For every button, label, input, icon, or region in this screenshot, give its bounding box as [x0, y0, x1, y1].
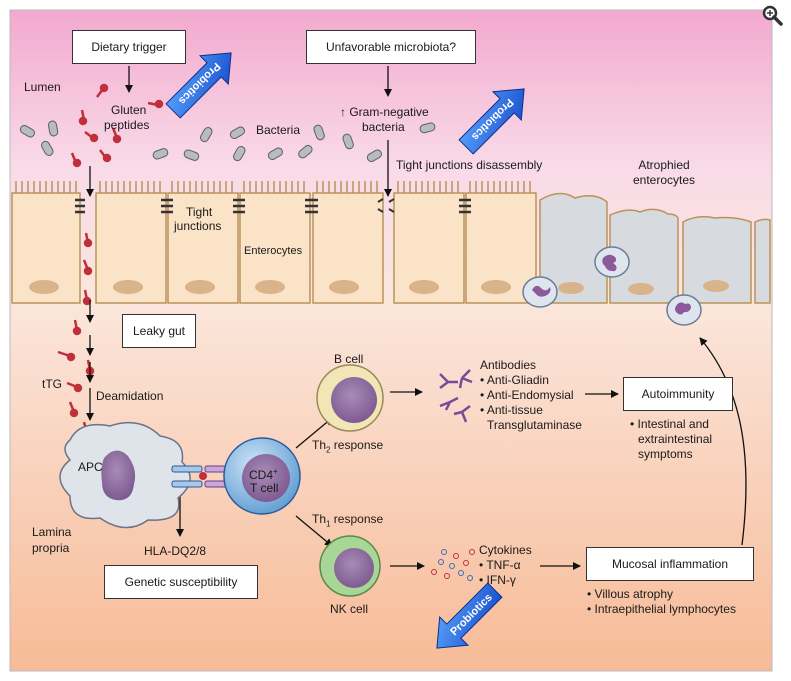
th1-subscript: 1 [326, 519, 331, 529]
gram-negative-label: ↑ Gram-negative [340, 105, 429, 119]
hla-label: HLA-DQ2/8 [144, 544, 207, 558]
enterocyte [239, 192, 311, 304]
cd4-text: CD4 [249, 468, 274, 482]
genetic-susceptibility-box: Genetic susceptibility [104, 565, 258, 599]
b-cell-label: B cell [334, 352, 364, 366]
autoimmunity-box: Autoimmunity [623, 377, 733, 411]
unfavorable-microbiota-box: Unfavorable microbiota? [306, 30, 476, 64]
broken-tight-junction [377, 198, 395, 213]
lamina-propria-label: Lamina [32, 525, 72, 539]
apc-cell [59, 421, 191, 529]
tight-junctions-label-line2: junctions [174, 219, 222, 233]
th2-text: Th [312, 438, 327, 452]
intraepithelial-lymphocyte [666, 294, 702, 326]
atrophied-enterocytes [539, 192, 771, 304]
ifn-label: • IFN-γ [479, 573, 516, 587]
leaky-gut-box: Leaky gut [122, 314, 196, 348]
symptoms-label-line3: symptoms [638, 447, 693, 461]
antibody-icons [439, 369, 473, 423]
nk-cell-label: NK cell [330, 602, 369, 616]
gram-negative-label-line2: bacteria [362, 120, 405, 134]
flow-arrows [86, 66, 747, 570]
intraepithelial-lymphocyte [594, 246, 630, 278]
th2-rest: response [330, 438, 384, 452]
apc-label: APC [78, 460, 103, 474]
cytokine-dots [431, 549, 475, 581]
bacteria-label: Bacteria [256, 123, 301, 137]
tight-junctions-label: Tight [186, 205, 213, 219]
cytokines-label: Cytokines [479, 543, 532, 557]
enterocyte [95, 192, 167, 304]
magnifier-icon[interactable] [760, 4, 786, 26]
gluten-label-line2: peptides [104, 118, 150, 132]
b-cell [316, 364, 384, 432]
intraepithelial-lymphocytes-label: • Intraepithelial lymphocytes [587, 602, 736, 616]
anti-tissue-label-line2: Transglutaminase [487, 418, 582, 432]
nk-cell [319, 535, 381, 597]
anti-endomysial-label: • Anti-Endomysial [480, 388, 574, 402]
enterocytes-label: Enterocytes [244, 245, 303, 257]
symptoms-label: • Intestinal and [630, 417, 709, 431]
hla-tcr-complex [171, 465, 228, 488]
antibodies-label: Antibodies [480, 358, 537, 372]
lumen-label: Lumen [24, 80, 61, 94]
th2-response-label: Th2 response [312, 438, 383, 457]
intraepithelial-lymphocyte [522, 276, 558, 308]
atrophied-label: Atrophied [638, 158, 690, 172]
enterocyte [11, 192, 81, 304]
dietary-trigger-box: Dietary trigger [72, 30, 186, 64]
th1-rest: response [330, 512, 384, 526]
lamina-propria-label-line2: propria [32, 541, 70, 555]
th2-subscript: 2 [326, 445, 331, 455]
atrophied-label-line2: enterocytes [632, 173, 696, 187]
enterocyte [167, 192, 239, 304]
mucosal-inflammation-box: Mucosal inflammation [586, 547, 754, 581]
tight-junction-marks [75, 198, 471, 214]
cd4-label: CD4+ [249, 464, 278, 483]
bacteria-group [19, 120, 436, 162]
th1-text: Th [312, 512, 327, 526]
anti-gliadin-label: • Anti-Gliadin [480, 373, 549, 387]
deamidation-label: Deamidation [96, 389, 164, 403]
enterocyte [393, 192, 465, 304]
symptoms-label-line2: extraintestinal [638, 432, 713, 446]
t-cell [223, 437, 301, 515]
enterocyte [312, 192, 384, 304]
gluten-label: Gluten [111, 103, 147, 117]
t-cell-label: T cell [250, 481, 279, 495]
cd4-superscript: + [273, 467, 278, 476]
microvilli [15, 181, 531, 193]
enterocyte-layer [11, 181, 537, 304]
th1-response-label: Th1 response [312, 512, 383, 531]
gluten-peptides [57, 83, 164, 436]
tight-junctions-disassembly-label: Tight junctions disassembly [396, 158, 543, 172]
villous-atrophy-label: • Villous atrophy [587, 587, 674, 601]
tnf-label: • TNF-α [479, 558, 521, 572]
ttg-label: tTG [42, 377, 62, 391]
anti-tissue-label: • Anti-tissue [480, 403, 543, 417]
